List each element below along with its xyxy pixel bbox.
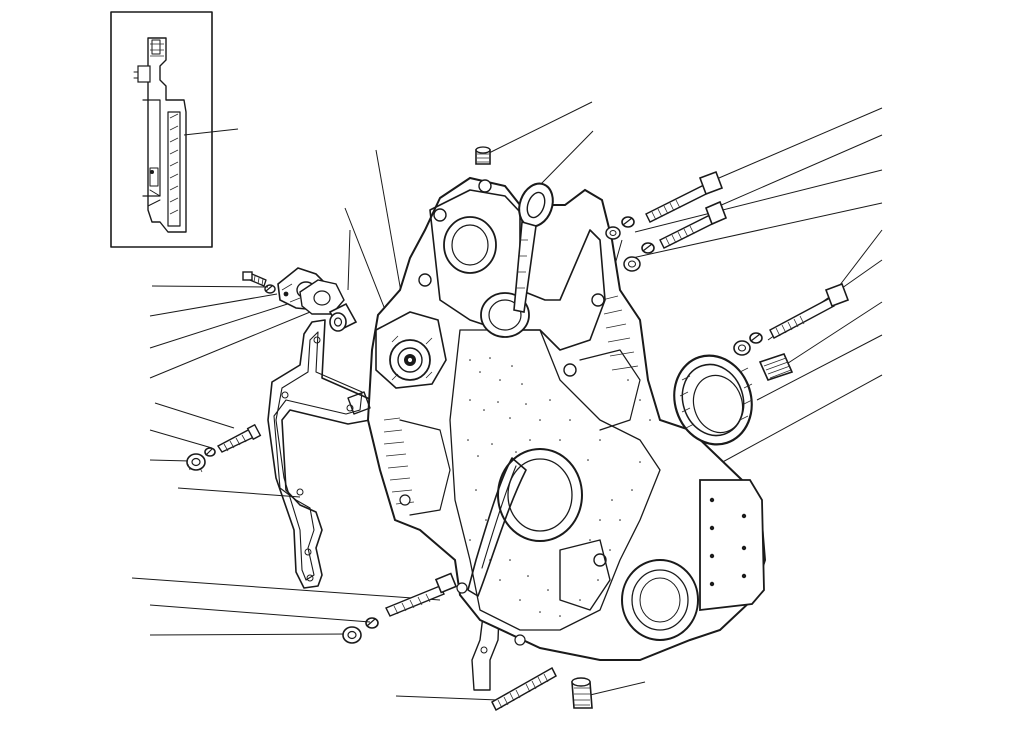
cover <box>366 176 767 661</box>
bolt-top <box>645 170 724 223</box>
bushing <box>328 302 358 332</box>
crank-seal-ring <box>467 457 527 597</box>
nut-left <box>186 453 206 473</box>
inset-frame <box>110 11 213 248</box>
flat-washer-lower <box>342 626 362 644</box>
inset-leader <box>183 128 239 136</box>
crank-opening <box>497 448 583 542</box>
washers-top <box>605 216 655 272</box>
stud-bottom <box>491 666 557 712</box>
spring-washer-flange <box>264 284 276 294</box>
leader-lines <box>131 101 883 701</box>
cover-bosses <box>399 179 607 646</box>
small-bolt-flange <box>242 271 267 287</box>
large-oil-seal <box>673 354 753 446</box>
threaded-insert <box>571 677 593 709</box>
bolt-middle <box>659 200 728 249</box>
bolt-lower <box>385 572 458 617</box>
rotor-assembly <box>375 311 447 389</box>
bolt-right <box>769 282 850 339</box>
spring-washer-right <box>749 332 763 344</box>
lower-port <box>621 559 699 641</box>
plug-top <box>475 146 491 165</box>
bolt-left <box>216 423 262 453</box>
spring-washer-lower <box>365 617 379 629</box>
threaded-bushing-right <box>758 353 794 381</box>
mount-holes <box>709 497 747 587</box>
cover-small-fitting <box>347 391 371 415</box>
spring-washer-left <box>204 447 216 457</box>
inset-section-view <box>110 11 239 248</box>
flange-gasket <box>299 279 345 315</box>
flat-washer-right <box>733 340 751 356</box>
lifting-eye <box>513 182 554 313</box>
inset-section-drawing <box>133 37 187 233</box>
